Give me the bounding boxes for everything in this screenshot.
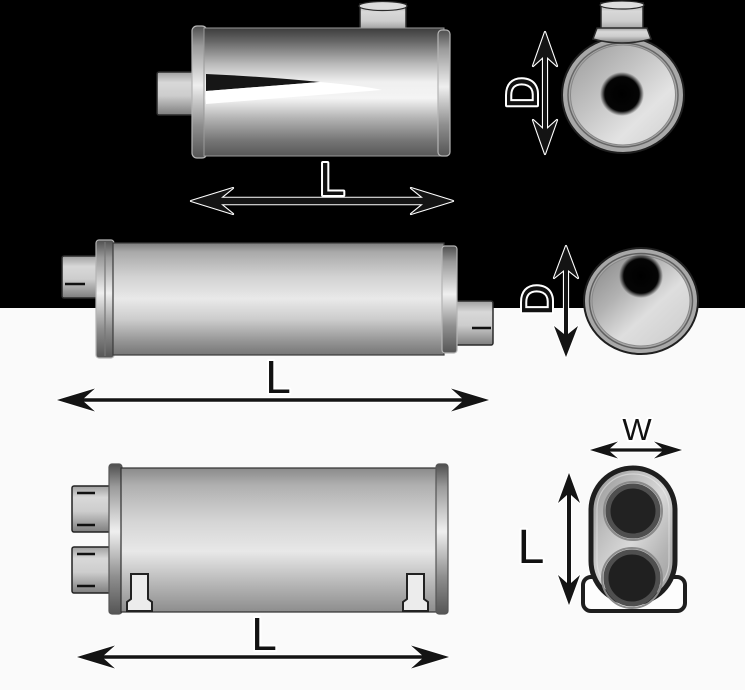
muffler-middle-length-arrow — [55, 387, 491, 413]
muffler-bottom-length-label: L — [251, 608, 277, 660]
muffler-bottom-right-cap — [435, 463, 449, 615]
end-view-top — [561, 0, 685, 154]
end-view-bottom-width-label: W — [622, 412, 652, 447]
muffler-middle-body — [112, 242, 445, 356]
muffler-bottom-left-cap — [108, 463, 123, 615]
muffler-bottom-length-arrow — [75, 644, 451, 670]
end-view-bottom-width-arrow — [588, 440, 684, 460]
end-view-middle-diameter-arrow — [552, 244, 580, 359]
end-view-middle — [583, 247, 699, 355]
muffler-top-outlet-rim — [358, 0, 408, 12]
muffler-top-highlight-streak — [206, 82, 382, 104]
end-view-bottom — [581, 465, 687, 613]
muffler-top-right-cap — [437, 29, 451, 157]
end-view-middle-hole — [619, 254, 663, 298]
end-view-top-hole — [600, 72, 644, 116]
end-view-bottom-hole1 — [605, 483, 661, 539]
muffler-middle-side-view — [61, 239, 494, 359]
muffler-middle-length-label: L — [265, 351, 291, 403]
muffler-bottom-side-view — [71, 463, 449, 615]
muffler-bottom-left-bracket — [126, 573, 153, 612]
end-view-middle-rim-ring — [588, 252, 694, 350]
muffler-middle-right-cap — [441, 245, 458, 354]
end-view-top-diameter-label: D — [498, 77, 547, 109]
end-view-top-diameter-arrow — [531, 30, 559, 156]
end-view-top-pipe-rim — [599, 0, 645, 10]
end-view-bottom-length-arrow — [556, 471, 582, 607]
end-view-bottom-hole2 — [603, 549, 661, 607]
muffler-top-shadow-streak — [206, 74, 320, 91]
muffler-top-side-view — [156, 0, 451, 159]
end-view-bottom-length-label: L — [518, 521, 545, 574]
end-view-top-pipe-flare — [592, 27, 652, 44]
end-view-middle-diameter-label: D — [513, 284, 562, 316]
muffler-top-length-label: L — [319, 153, 345, 205]
muffler-bottom-body — [120, 467, 439, 613]
muffler-bottom-right-bracket — [402, 573, 429, 612]
muffler-middle-outlet-pipe — [453, 300, 494, 346]
muffler-top-length-arrow — [189, 186, 455, 216]
end-view-bottom-hole2-ring — [601, 547, 663, 609]
end-view-bottom-hole1-ring — [603, 481, 663, 541]
